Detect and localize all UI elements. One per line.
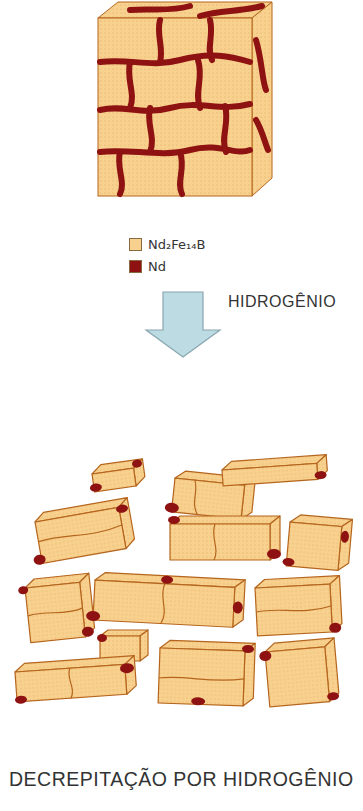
hydrogen-arrow xyxy=(146,292,220,357)
legend-swatch xyxy=(129,238,142,251)
legend-swatch xyxy=(129,260,142,273)
caption: DECREPITAÇÃO POR HIDROGÊNIO xyxy=(9,766,354,792)
legend-text: Nd xyxy=(148,258,166,275)
broken-fragments xyxy=(12,455,352,708)
legend-text: Nd₂Fe₁₄B xyxy=(148,236,205,253)
arrow-label: HIDROGÊNIO xyxy=(228,292,336,312)
magnet-cube xyxy=(98,2,272,196)
